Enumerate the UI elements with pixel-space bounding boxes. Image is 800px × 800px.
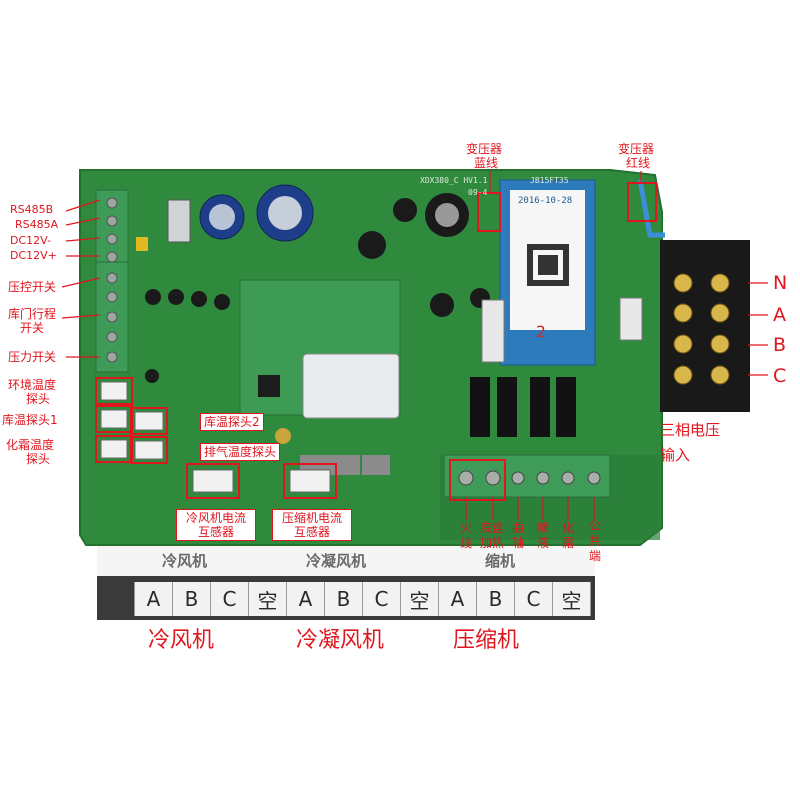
label-phase-c: C [773, 365, 787, 387]
label-crankshaft: 曲轴 [511, 521, 524, 550]
terminal-cell: C [515, 582, 553, 616]
ic-chip [258, 375, 280, 397]
relays [470, 377, 576, 437]
label-phase-b: B [773, 334, 787, 356]
terminal-cell: 空 [401, 582, 439, 616]
transformer-date: 2016-10-28 [518, 196, 573, 206]
highlight-boxes [95, 182, 657, 501]
label-defrost: 化霜 [561, 521, 574, 550]
label-fan-ct-line1: 冷风机电流 [185, 511, 246, 525]
connector-right [619, 297, 643, 341]
label-transformer-red-1: 变压器 [618, 142, 655, 156]
label-ambient-probe-1: 环境温度 [8, 378, 57, 392]
terminal-cell: A [135, 582, 173, 616]
label-pressure-switch: 压力开关 [8, 350, 57, 364]
label-rs485a: RS485A [15, 218, 59, 231]
label-dc12v-minus: DC12V- [10, 234, 51, 247]
three-phase-terminal [660, 240, 750, 412]
label-transformer-red-2: 红线 [626, 156, 651, 170]
terminal-header-fan: 冷风机 [162, 552, 208, 570]
board-code: JB15FT35 [530, 176, 569, 185]
label-transformer-blue-2: 蓝线 [474, 156, 499, 170]
label-live-wire: 火线 [459, 521, 472, 550]
label-door-switch-2: 开关 [20, 321, 45, 335]
label-bottom-condenser-fan: 冷凝风机 [296, 628, 385, 653]
label-fan-ct-line2: 互感器 [197, 525, 234, 539]
label-room-probe-2: 库温探头2 [200, 413, 264, 431]
label-pressure-control-switch: 压控开关 [8, 280, 57, 294]
terminal-cell: A [287, 582, 325, 616]
board-model: XDX380_C HV1.1 [420, 176, 488, 185]
label-compressor-current-transformer: 压缩机电流 互感器 [272, 509, 352, 541]
label-door-switch-1: 库门行程 [8, 307, 57, 321]
label-chassis-heat-2: 加热 [479, 536, 504, 550]
label-phase-n: N [773, 272, 788, 294]
label-room-probe-1: 库温探头1 [2, 413, 58, 427]
label-fan-current-transformer: 冷风机电流 互感器 [176, 509, 256, 541]
label-comp-ct-line1: 压缩机电流 [281, 511, 342, 525]
label-defrost-probe-2: 探头 [26, 452, 51, 466]
terminal-header-compressor: 缩机 [485, 552, 516, 570]
label-ambient-probe-2: 探头 [26, 392, 51, 406]
label-rs485b: RS485B [10, 203, 54, 216]
wifi-module [302, 353, 400, 419]
label-chassis-heat-1: 底盘 [479, 521, 504, 535]
terminal-cell: B [477, 582, 515, 616]
label-common: 公共端 [588, 519, 601, 563]
label-transformer-blue-1: 变压器 [466, 142, 503, 156]
terminal-cell: B [173, 582, 211, 616]
usb-port [167, 199, 191, 243]
label-dc12v-plus: DC12V+ [10, 249, 57, 262]
terminal-cell: 空 [249, 582, 287, 616]
board-rev: 09-4 [468, 188, 488, 197]
transformer-channel: 2 [536, 322, 546, 341]
label-injection: 喷液 [536, 521, 549, 550]
label-three-phase-2: 输入 [660, 446, 691, 464]
terminal-cell: A [439, 582, 477, 616]
probe-connectors [100, 381, 331, 493]
terminal-cell: C [211, 582, 249, 616]
label-bottom-compressor: 压缩机 [453, 628, 520, 653]
label-exhaust-probe: 排气温度探头 [200, 443, 281, 461]
label-phase-a: A [773, 304, 786, 326]
pointer-lines [61, 171, 768, 520]
label-comp-ct-line2: 互感器 [293, 525, 330, 539]
label-defrost-probe-1: 化霜温度 [6, 438, 55, 452]
terminal-cell: B [325, 582, 363, 616]
label-three-phase-1: 三相电压 [660, 421, 721, 439]
terminal-cell: C [363, 582, 401, 616]
connector-mid [481, 299, 505, 363]
terminal-header-condenser: 冷凝风机 [306, 552, 367, 570]
terminal-cell: 空 [553, 582, 591, 616]
terminal-header-strip [97, 546, 595, 576]
label-bottom-fan: 冷风机 [148, 628, 215, 653]
fuse [136, 237, 148, 251]
